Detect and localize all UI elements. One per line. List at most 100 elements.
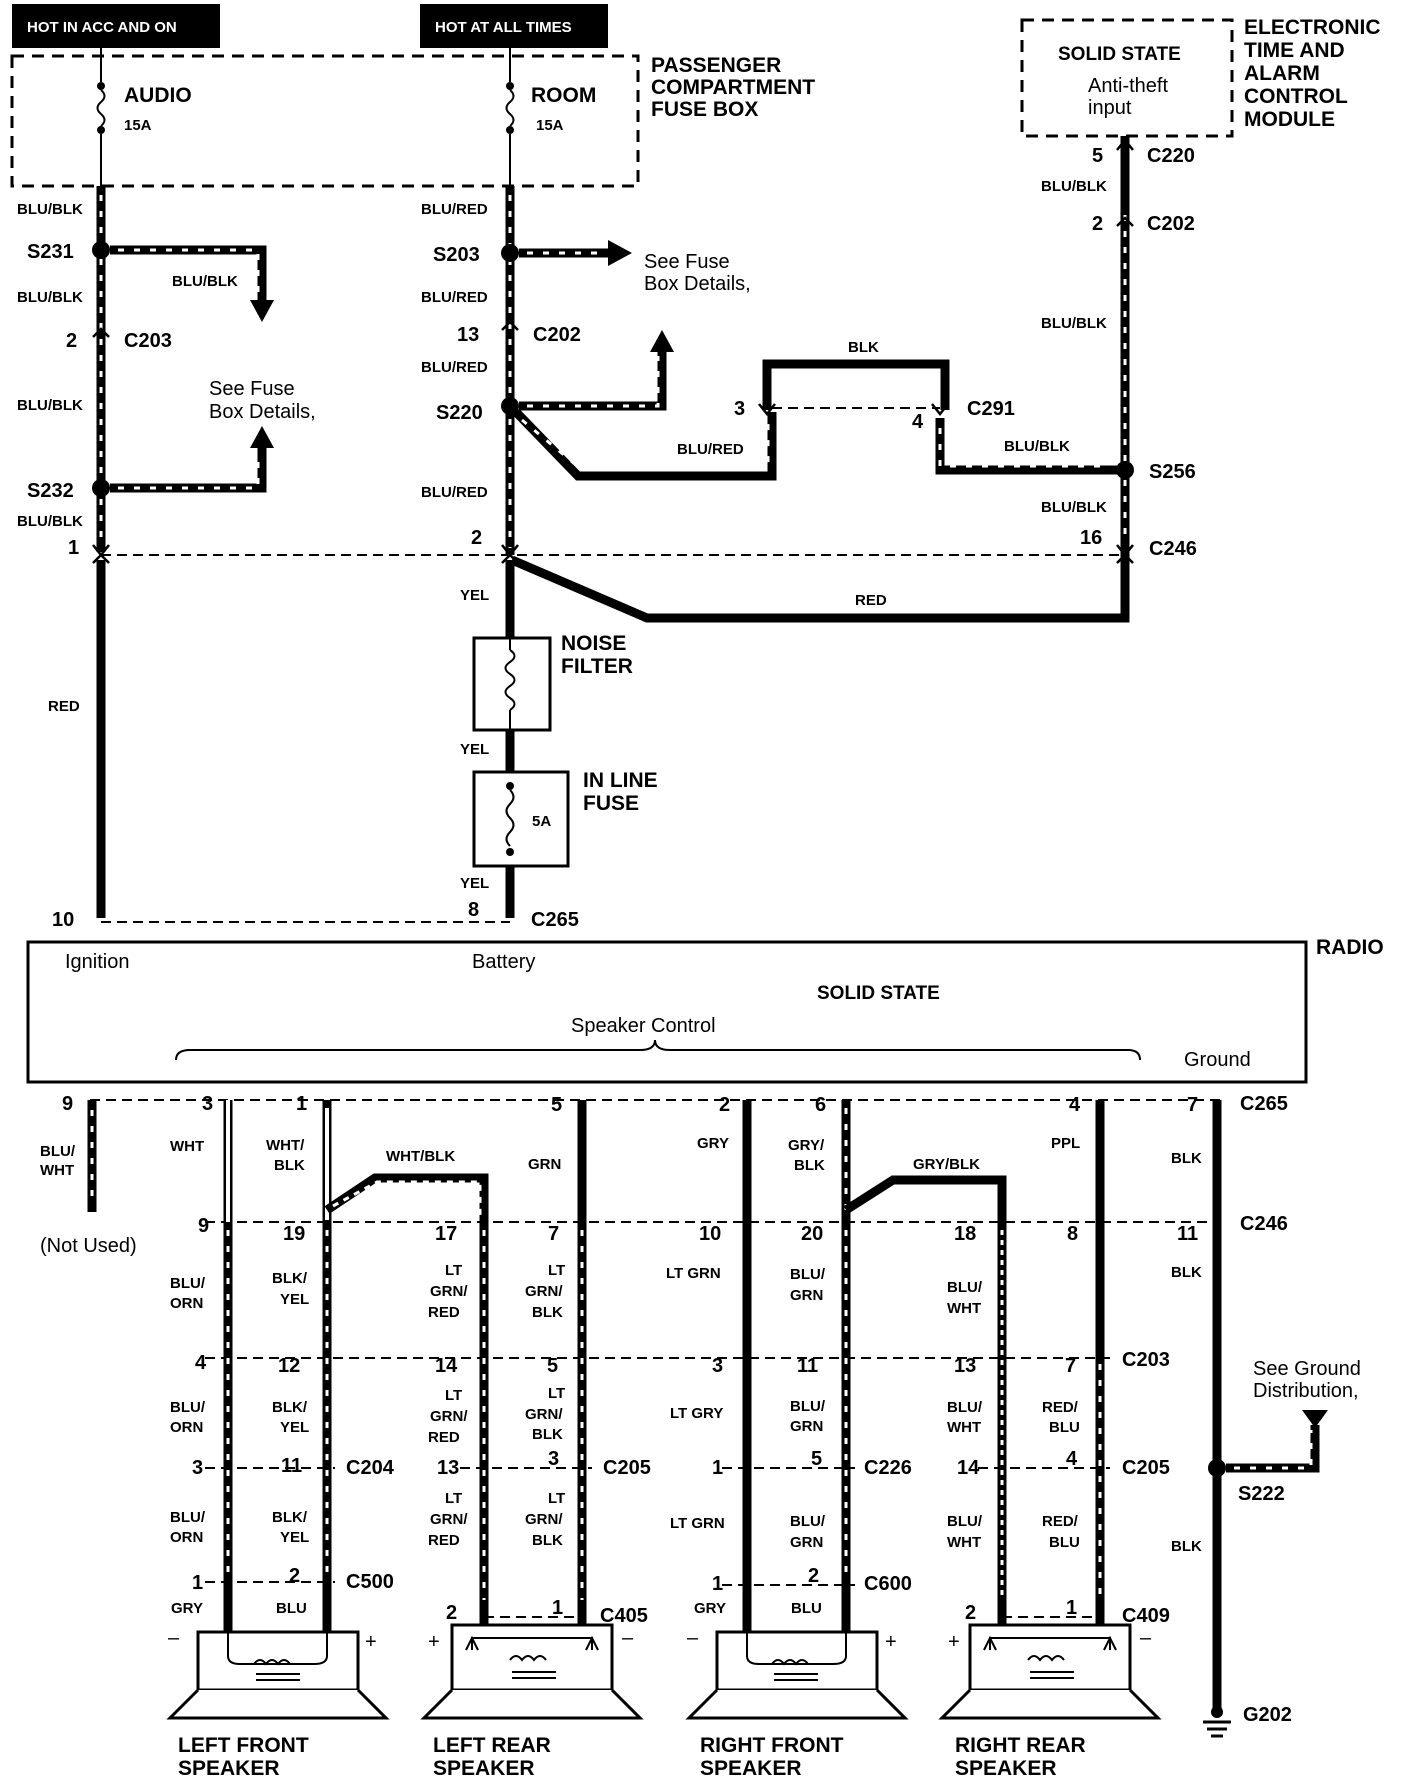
pin-label: 10 (52, 909, 74, 931)
pin-label: 13 (437, 1457, 459, 1479)
connector-c500: C500 (346, 1571, 394, 1593)
wire-label: GRN/ (525, 1406, 563, 1423)
connector-c204: C204 (346, 1457, 395, 1479)
wire-label: BLU/ (170, 1399, 206, 1416)
pin-label: 11 (797, 1355, 818, 1377)
polarity-minus: – (687, 1627, 699, 1649)
wire-label: BLU/ (947, 1279, 983, 1296)
connector-g202: G202 (1243, 1704, 1292, 1726)
wire-label: YEL (280, 1529, 309, 1546)
splice-s256 (1116, 461, 1134, 479)
lf-rear-jumper (324, 1173, 489, 1222)
connector-c405: C405 (600, 1605, 648, 1627)
radio-ground: Ground (1184, 1049, 1251, 1071)
wire-label: PPL (1051, 1135, 1080, 1152)
pin-label: 3 (734, 398, 745, 420)
wire-label: BLU/ (790, 1513, 826, 1530)
connector-c246: C246 (1149, 538, 1197, 560)
pin-label: 12 (278, 1355, 300, 1377)
rf-rear-jumper (843, 1175, 1007, 1222)
wire-label: YEL (280, 1419, 309, 1436)
pin-label: 8 (1067, 1223, 1078, 1245)
wire-label: BLU/ (947, 1399, 983, 1416)
c291-to-s256 (935, 418, 1125, 475)
wire-label: BLU/BLK (1004, 438, 1070, 455)
pin-label: 17 (435, 1223, 457, 1245)
wire-label: YEL (460, 587, 489, 604)
pin-label: 2 (66, 330, 77, 352)
hot-acc-header (12, 4, 220, 48)
connector-c202: C202 (1147, 213, 1195, 235)
pin-label: 3 (192, 1457, 203, 1479)
wire-label: BLU/BLK (1041, 315, 1107, 332)
wire-label: GRY (694, 1600, 726, 1617)
wire-label: BLU (791, 1600, 822, 1617)
wire-label: WHT/BLK (386, 1148, 455, 1165)
wire-label: WHT (170, 1138, 204, 1155)
connector-c203: C203 (1122, 1349, 1170, 1371)
noise-filter-label-1: NOISE (561, 632, 626, 655)
splice-label-s222: S222 (1238, 1483, 1285, 1505)
noise-filter (472, 636, 552, 732)
radio-ignition: Ignition (65, 951, 130, 973)
pin-label: 8 (468, 899, 479, 921)
room-fuse-label: ROOM (531, 84, 596, 107)
polarity-minus: – (168, 1627, 180, 1649)
speaker-rf-label-2: SPEAKER (700, 1757, 802, 1780)
wire-label: BLU/BLK (17, 513, 83, 530)
pin-label: 2 (471, 527, 482, 549)
pin-label: 7 (548, 1223, 559, 1245)
wire-label: GRN (790, 1418, 823, 1435)
wire-label: BLK (848, 339, 879, 356)
pin-label: 18 (954, 1223, 976, 1245)
wire-label: ORN (170, 1529, 203, 1546)
wire-label: RED (428, 1429, 460, 1446)
wire-label: BLU/ (790, 1398, 826, 1415)
wire-label: BLU/BLK (1041, 178, 1107, 195)
pin-label: 5 (547, 1355, 558, 1377)
wire-label: LT GRY (670, 1405, 723, 1422)
wire-label: BLU (1049, 1534, 1080, 1551)
speaker-lr-label-2: SPEAKER (433, 1757, 535, 1780)
radio-solid-state: SOLID STATE (817, 983, 940, 1004)
wire-label: WHT (947, 1419, 981, 1436)
etacm-input-2: input (1088, 97, 1132, 119)
polarity-plus: + (365, 1631, 377, 1653)
pin-label: 1 (68, 537, 79, 559)
inline-fuse-label-2: FUSE (583, 792, 639, 815)
splice-s232 (92, 479, 110, 497)
pin-label: 5 (1092, 145, 1103, 167)
connector-c409: C409 (1122, 1605, 1170, 1627)
wire-label: YEL (280, 1291, 309, 1308)
see-fuse-2b: Box Details, (644, 273, 751, 295)
hot-all-header (420, 4, 608, 48)
etacm-title-5: MODULE (1244, 108, 1335, 131)
speaker-lr-label-1: LEFT REAR (433, 1734, 551, 1757)
wire-label: BLU/BLK (1041, 499, 1107, 516)
wire-label: BLU/ (790, 1266, 826, 1283)
pin-label: 10 (699, 1223, 721, 1245)
pin-label: 2 (446, 1602, 457, 1624)
see-ground-2: Distribution, (1253, 1380, 1359, 1402)
speaker-rr-label-1: RIGHT REAR (955, 1734, 1086, 1757)
wire-label: WHT (40, 1162, 74, 1179)
fuse-box-title-2: COMPARTMENT (651, 76, 815, 99)
etacm-title-2: TIME AND (1244, 39, 1345, 62)
wire-label: LT (445, 1490, 462, 1507)
pin-label: 6 (815, 1094, 826, 1116)
splice-s231 (92, 241, 110, 259)
wire-label: RED (428, 1304, 460, 1321)
pin-label: 19 (283, 1223, 305, 1245)
s231-branch (110, 245, 274, 322)
wire-label: BLK (532, 1304, 563, 1321)
wire-label: BLK (1171, 1538, 1202, 1555)
pin-label: 2 (1092, 213, 1103, 235)
etacm-title-3: ALARM (1244, 62, 1320, 85)
polarity-plus: + (885, 1631, 897, 1653)
splice-label-s231: S231 (27, 241, 74, 263)
left-front-speaker (166, 1630, 390, 1720)
wire-label: BLU/ (170, 1275, 206, 1292)
see-fuse-1: See Fuse (209, 378, 295, 400)
wire-label: GRN (790, 1534, 823, 1551)
